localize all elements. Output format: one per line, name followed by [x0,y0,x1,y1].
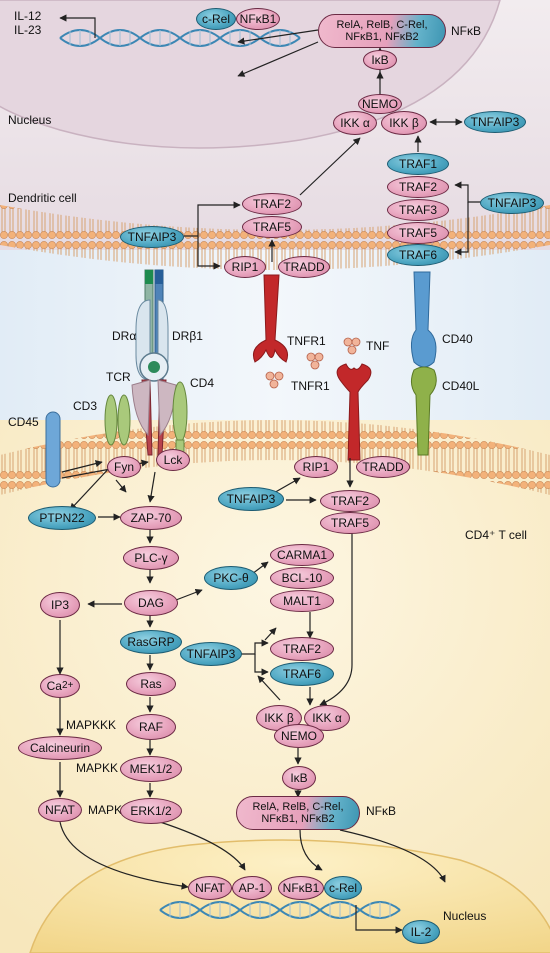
tnfaip3-top-right: TNFAIP3 [464,111,526,133]
ikka-node-top: IKK α [333,111,377,135]
ip3-node: IP3 [40,592,80,618]
traf5-node-tcell: TRAF5 [320,512,380,534]
rasgrp-node: RasGRP [120,630,182,654]
ikkb-node-top: IKK β [381,111,427,135]
mapk-label: MAPK [88,803,123,817]
traf6-node-right: TRAF6 [387,244,449,266]
ca-text: Ca [46,679,62,693]
mapkkk-label: MAPKKK [66,718,117,732]
lck-node: Lck [156,449,190,471]
tnfaip3-left-node: TNFAIP3 [120,226,184,248]
il23-label: IL-23 [14,23,42,37]
tnf-label: TNF [366,339,390,353]
il12-label: IL-12 [14,9,42,23]
dendritic-cell-label: Dendritic cell [8,191,77,205]
ikb-node-tcell: IκB [282,766,316,790]
tnfaip3-traf-node: TNFAIP3 [480,192,544,214]
nemo-node-top: NEMO [358,94,402,114]
cd3-label: CD3 [73,399,98,413]
ca-charge: 2+ [61,680,74,691]
tradd-node-top: TRADD [278,256,330,278]
cd40-label: CD40 [442,332,473,346]
raf-node: RAF [126,714,176,740]
nfkb-complex-top: RelA, RelB, C-Rel, NFκB1, NFκB2 [318,14,446,48]
dra-label: DRα [112,329,137,343]
dag-node: DAG [124,590,178,616]
ikb-node-top: IκB [363,50,397,70]
traf2-node-right: TRAF2 [387,176,449,198]
carma1-node: CARMA1 [270,544,334,566]
tcr-label: TCR [106,370,131,384]
tnfaip3-tcell-a: TNFAIP3 [218,487,284,511]
nfkb1-node-nucleus: NFκB1 [278,876,324,900]
ptpn22-node: PTPN22 [28,506,96,530]
nemo-node-tcell: NEMO [274,724,324,748]
pkc-theta-node: PKC-θ [204,566,258,590]
tradd-node-tcell: TRADD [356,456,410,478]
nucleus-top-label: Nucleus [8,113,52,127]
nfat-node-tcell: NFAT [38,798,82,822]
ras-node: Ras [126,672,176,696]
nfkb-label-tcell: NFκB [366,804,396,818]
t-cell-label: CD4⁺ T cell [465,528,527,542]
malt1-node: MALT1 [270,590,334,612]
mapkk-label: MAPKK [76,761,119,775]
zap70-node: ZAP-70 [120,506,182,530]
calcineurin-node: Calcineurin [18,736,102,760]
il2-node: IL-2 [402,920,440,944]
nfkb1-node: NFκB1 [236,8,280,30]
nfkb-label-top: NFκB [451,24,481,38]
ap1-node: AP-1 [232,876,272,900]
traf5-node-right: TRAF5 [387,222,449,244]
tnfr1-bottom-label: TNFR1 [291,379,330,393]
tnfr1-top-label: TNFR1 [287,334,326,348]
traf1-node: TRAF1 [387,153,449,175]
rip1-node-tcell: RIP1 [294,456,338,478]
nfkb-complex-tcell: RelA, RelB, C-Rel, NFκB1, NFκB2 [236,796,360,830]
tnfaip3-tcell-b: TNFAIP3 [180,642,242,666]
traf3-node: TRAF3 [387,199,449,221]
traf2-node-tcell-b: TRAF2 [270,637,334,661]
nfat-node-nucleus: NFAT [188,876,232,900]
traf2-node-left: TRAF2 [242,193,302,215]
c-rel-node: c-Rel [196,8,236,30]
rip1-node-top: RIP1 [224,256,266,278]
cd40l-label: CD40L [442,379,480,393]
fyn-node: Fyn [107,456,141,478]
drb1-label: DRβ1 [172,329,203,343]
cd45-label: CD45 [8,415,39,429]
mek-node: MEK1/2 [120,756,182,782]
nucleus-bottom-label: Nucleus [443,909,487,923]
traf2-node-tcell: TRAF2 [320,490,380,512]
erk-node: ERK1/2 [120,798,182,824]
traf6-node-tcell: TRAF6 [270,662,334,686]
c-rel-node-nucleus: c-Rel [324,876,362,900]
traf5-node-left: TRAF5 [242,216,302,238]
plcg-node: PLC-γ [123,546,179,570]
cd4-label: CD4 [190,376,215,390]
bcl10-node: BCL-10 [270,567,334,589]
